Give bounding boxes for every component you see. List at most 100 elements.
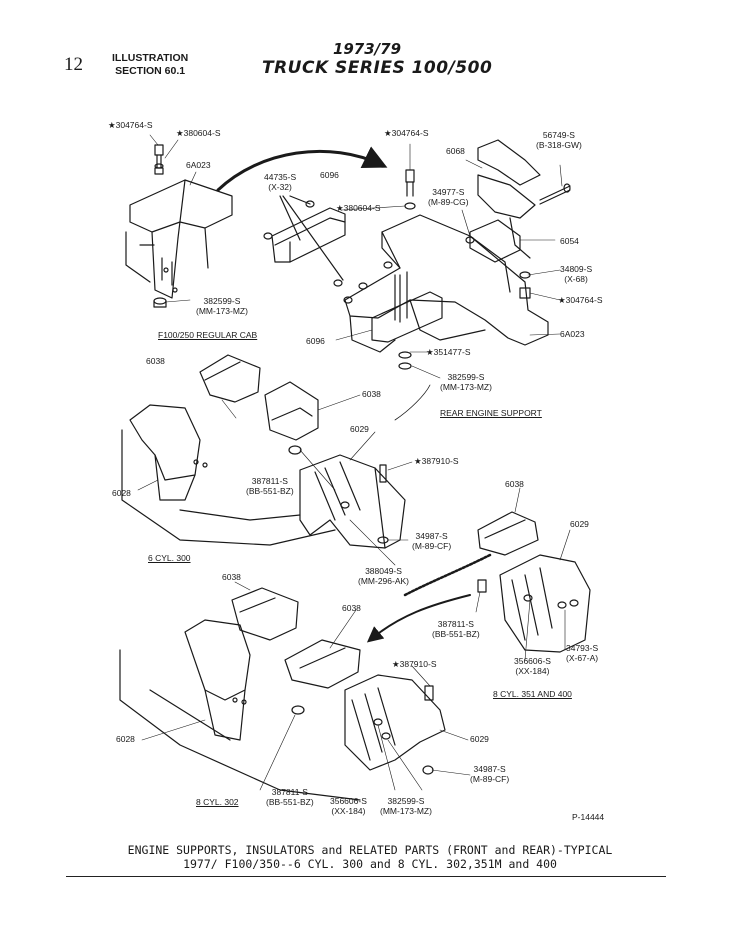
label-mm296: (MM-296-AK) [358,576,410,586]
figure-caption: ENGINE SUPPORTS, INSULATORS and RELATED … [80,843,660,871]
illustration-section: ILLUSTRATION SECTION 60.1 [112,52,188,78]
label-304764-a: ★304764-S [108,120,153,130]
label-6038-c: 6038 [505,479,524,489]
label-xx184-a: (XX-184) [515,666,550,676]
label-34793: 34793-S (X-67-A) [566,643,598,663]
label-34987-a-num: 34987-S [415,531,448,541]
label-34809-num: 34809-S [560,264,593,274]
six-cyl-bracket-6038-a [199,354,261,403]
arrow-f100 [216,146,388,192]
caption-line-2: 1977/ F100/350--6 CYL. 300 and 8 CYL. 30… [183,857,557,871]
f100-crossmember [125,179,233,299]
label-34987-b: 34987-S (M-89-CF) [470,764,509,784]
label-387910-a: ★387910-S [414,456,459,466]
label-m89cg: (M-89-CG) [428,197,469,207]
rear-bracket-6068 [477,139,541,259]
insulator-6096-top [271,207,346,263]
caption-rule [66,876,666,877]
section-label: SECTION 60.1 [115,65,186,77]
label-44735: 44735-S (X-32) [264,172,296,192]
section-8cyl-351-400: 8 CYL. 351 AND 400 [493,689,572,699]
caption-line-1: ENGINE SUPPORTS, INSULATORS and RELATED … [127,843,613,857]
label-bb551-a: (BB-551-BZ) [246,486,294,496]
label-m89cf-b: (M-89-CF) [470,774,510,784]
section-rear-engine-support: REAR ENGINE SUPPORT [440,408,542,418]
label-382599-a: 382599-S (MM-173-MZ) [196,296,248,316]
label-387811-b-num: 387811-S [437,619,474,629]
label-6096-b: 6096 [306,336,325,346]
label-6029-b: 6029 [570,519,589,529]
label-382599-c: 382599-S (MM-173-MZ) [380,796,432,816]
label-b318: (B-318-GW) [536,140,582,150]
label-x32: (X-32) [268,182,292,192]
label-356606-a-num: 356606-S [514,656,551,666]
label-6028-b: 6028 [116,734,135,744]
label-mm173-a: (MM-173-MZ) [196,306,248,316]
label-bb551-b: (BB-551-BZ) [432,629,480,639]
label-x68: (X-68) [564,274,588,284]
label-34987-a: 34987-S (M-89-CF) [412,531,451,551]
f100-nut-bottom [153,297,167,308]
label-m89cf-a: (M-89-CF) [412,541,452,551]
label-xx184-b: (XX-184) [331,806,366,816]
label-387910-b: ★387910-S [392,659,437,669]
six-cyl-insulator-6029 [299,454,406,549]
v8-302-bracket-6038-a [231,587,299,641]
label-6a023-b: 6A023 [560,329,585,339]
label-6a023-a: 6A023 [186,160,211,170]
label-44735-num: 44735-S [264,172,297,182]
label-387811-a-num: 387811-S [251,476,288,486]
label-34987-b-num: 34987-S [473,764,506,774]
label-356606-a: 356606-S (XX-184) [514,656,551,676]
label-380604-a: ★380604-S [176,128,221,138]
label-387811-b: 387811-S (BB-551-BZ) [432,619,480,639]
section-6cyl-300: 6 CYL. 300 [148,553,191,563]
rear-bracket-6054 [469,219,521,263]
page-number: 12 [64,54,83,75]
title-years: 1973/79 [332,40,402,58]
label-356606-b-num: 356606-S [330,796,367,806]
arrow-v8-351 [403,553,492,597]
label-6028-a: 6028 [112,488,131,498]
label-382599-b-num: 382599-S [447,372,485,382]
label-6029-c: 6029 [470,734,489,744]
v8-302-frame [119,619,361,801]
illustration-label: ILLUSTRATION [112,52,189,64]
label-6068: 6068 [446,146,465,156]
figure-number: P-14444 [572,812,605,822]
v8-351-bracket-6038 [477,511,539,556]
label-bb551-c: (BB-551-BZ) [266,797,314,807]
label-34809: 34809-S (X-68) [560,264,592,284]
label-34977-num: 34977-S [432,187,465,197]
label-356606-b: 356606-S (XX-184) [330,796,367,816]
section-f100: F100/250 REGULAR CAB [158,330,258,340]
label-304764-c: ★304764-S [558,295,603,305]
label-x67a: (X-67-A) [566,653,599,663]
label-mm173-b: (MM-173-MZ) [440,382,492,392]
label-34977: 34977-S (M-89-CG) [428,187,469,207]
label-380604-b: ★380604-S [336,203,381,213]
label-56749-num: 56749-S [542,130,575,140]
label-351477: ★351477-S [426,347,471,357]
label-34793-num: 34793-S [566,643,599,653]
label-6096-a: 6096 [320,170,339,180]
label-388049-num: 388049-S [365,566,402,576]
label-382599-b: 382599-S (MM-173-MZ) [440,372,492,392]
label-6054: 6054 [560,236,579,246]
arrow-v8-302 [366,594,471,643]
six-cyl-bracket-6038-b [264,381,319,455]
label-6038-a: 6038 [146,356,165,366]
leader-lines [137,134,571,791]
f100-bolt-top [154,144,164,175]
rear-crossmember [344,214,549,353]
page-title: 1973/79 TRUCK SERIES 100/500 [262,40,492,78]
label-56749: 56749-S (B-318-GW) [536,130,582,150]
label-388049: 388049-S (MM-296-AK) [358,566,409,586]
label-6038-d: 6038 [222,572,241,582]
label-387811-c: 387811-S (BB-551-BZ) [266,787,314,807]
label-382599-a-num: 382599-S [203,296,241,306]
rear-insulator-6096 [371,271,443,343]
label-387811-a: 387811-S (BB-551-BZ) [246,476,294,496]
label-387811-c-num: 387811-S [271,787,308,797]
